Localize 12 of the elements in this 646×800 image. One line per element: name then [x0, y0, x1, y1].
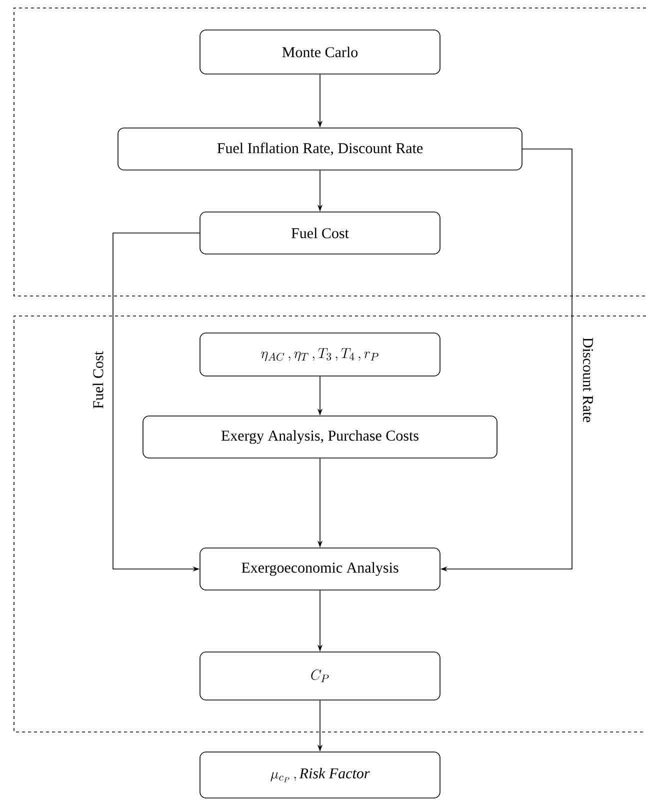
dashed-band [14, 8, 646, 296]
edge-label: Discount Rate [582, 338, 594, 422]
process-box: Exergoeconomic Analysis [200, 548, 440, 590]
edge-label: Fuel Cost [92, 351, 104, 409]
process-box: Fuel Inflation Rate, Discount Rate [118, 128, 522, 170]
process-box: Monte Carlo [200, 30, 440, 74]
process-box: $C_{P}$ [200, 652, 440, 700]
process-box: $\eta_{AC}\,,\eta_{T}\,,T_{3}\,,T_{4}\,,r_{P}$ [200, 332, 440, 376]
process-box: $\mu_{c_{P}}\,,\mathit{Risk\ Factor}$ [200, 752, 440, 798]
process-box: Exergy Analysis, Purchase Costs [142, 416, 498, 458]
process-box: Fuel Cost [200, 212, 440, 254]
dashed-band [14, 316, 646, 732]
